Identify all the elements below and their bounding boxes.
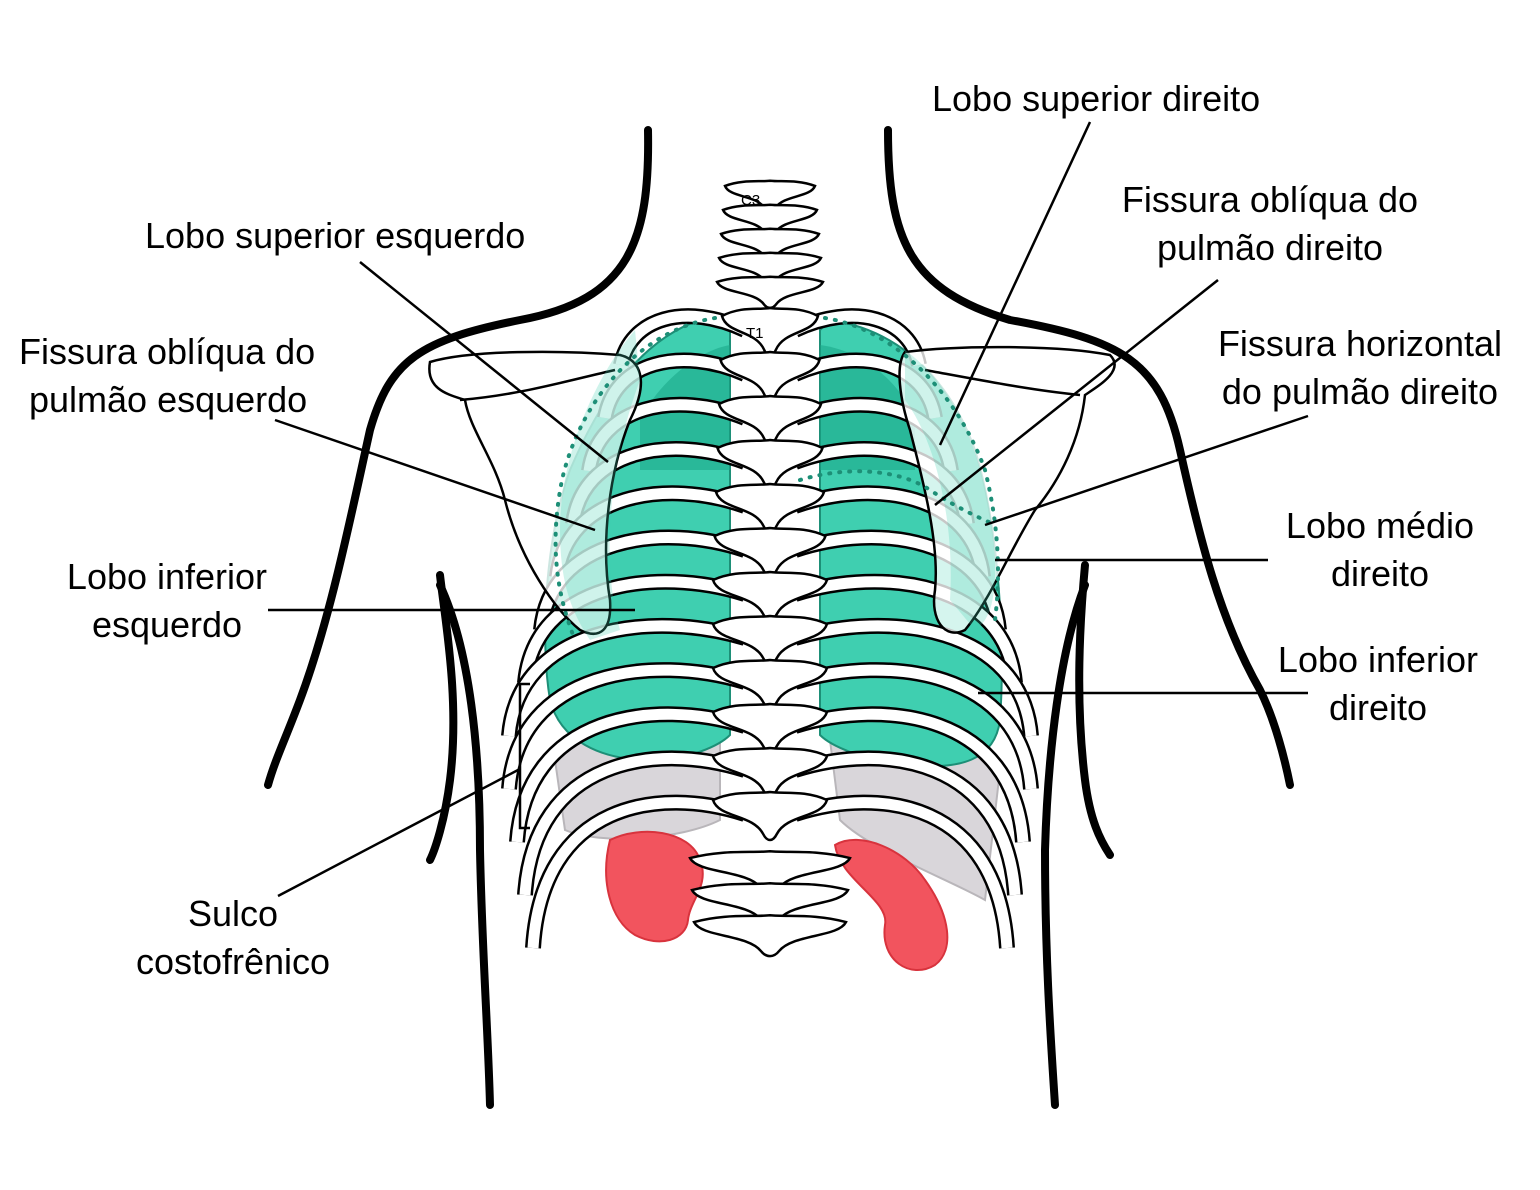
thoracic-vertebra xyxy=(720,306,820,358)
label-right-middle-lobe: Lobo médio direito xyxy=(1265,502,1495,598)
neck-right-line xyxy=(884,126,1294,789)
kidneys xyxy=(605,830,949,971)
left-kidney xyxy=(605,830,704,943)
fissures xyxy=(553,316,1000,642)
thoracic-vertebra xyxy=(717,394,823,446)
thoracic-vertebra xyxy=(711,790,829,842)
right-rib xyxy=(793,752,1021,896)
label-costophrenic-line1: Sulco xyxy=(187,893,279,934)
thoracic-vertebra xyxy=(712,526,828,578)
label-left-inferior-lobe-line1: Lobo inferior xyxy=(66,556,268,597)
label-right-horizontal-fissure: Fissura horizontal do pulmão direito xyxy=(1200,320,1520,416)
label-right-middle-lobe-line1: Lobo médio xyxy=(1285,505,1475,546)
spine xyxy=(688,179,852,958)
label-left-oblique-fissure-line2: pulmão esquerdo xyxy=(29,379,308,420)
left-scapula xyxy=(428,350,643,635)
left-lung-lateral-overlay xyxy=(560,330,640,640)
right-kidney xyxy=(833,839,949,971)
thoracic-vertebra xyxy=(716,438,824,490)
label-costophrenic-recess: Sulco costofrênico xyxy=(118,890,348,986)
right-oblique-fissure-leader xyxy=(934,279,1219,506)
thoracic-vertebra xyxy=(711,614,829,666)
label-left-oblique-fissure-line1: Fissura oblíqua do xyxy=(19,331,316,372)
neck-left-line xyxy=(264,126,653,789)
thoracic-vertebra xyxy=(711,570,829,622)
costophrenic-bracket xyxy=(518,682,530,830)
left-rib xyxy=(511,708,747,843)
left-torso-line xyxy=(436,581,494,1109)
left-superior-lobe-leader xyxy=(359,261,609,463)
right-rib xyxy=(793,664,1037,790)
t1-label: T1 xyxy=(746,325,764,342)
left-scapula-spine xyxy=(459,368,616,402)
label-left-superior-lobe: Lobo superior esquerdo xyxy=(145,215,526,256)
c3-label: C3 xyxy=(741,192,760,209)
left-rib xyxy=(527,797,747,949)
thoracic-vertebra xyxy=(711,658,829,710)
left-oblique-fissure-leader xyxy=(274,418,596,532)
label-costophrenic-line2: costofrênico xyxy=(135,941,331,982)
right-torso-line xyxy=(1040,581,1089,1109)
right-lung-lateral-overlay xyxy=(905,350,996,630)
right-rib xyxy=(793,797,1013,949)
thoracic-vertebra xyxy=(714,482,826,534)
right-scapula-spine xyxy=(924,368,1081,397)
label-right-superior-lobe: Lobo superior direito xyxy=(932,78,1261,119)
label-right-inferior-lobe: Lobo inferior direito xyxy=(1262,636,1494,732)
leader-lines xyxy=(268,121,1309,898)
right-lung-horizontal-fissure-line xyxy=(798,469,997,527)
costophrenic-leader xyxy=(277,768,519,898)
left-lung-oblique-fissure-line xyxy=(553,316,717,642)
thoracic-vertebra xyxy=(711,746,829,798)
label-left-oblique-fissure: Fissura oblíqua do pulmão esquerdo xyxy=(19,328,315,424)
label-right-oblique-fissure: Fissura oblíqua do pulmão direito xyxy=(1100,176,1440,272)
label-left-inferior-lobe: Lobo inferior esquerdo xyxy=(52,553,282,649)
label-right-middle-lobe-line2: direito xyxy=(1330,553,1430,594)
right-rib xyxy=(793,620,1037,737)
lobe-overlays xyxy=(560,330,996,640)
left-arm-inner-line xyxy=(426,571,458,864)
thoracic-vertebra xyxy=(719,350,821,402)
thoracic-vertebra xyxy=(711,702,829,754)
left-rib xyxy=(519,752,747,896)
lumbar-vertebra xyxy=(692,914,848,958)
right-horizontal-fissure-leader xyxy=(984,414,1309,527)
lumbar-vertebra xyxy=(688,850,852,894)
cervical-vertebra xyxy=(715,275,825,310)
lumbar-vertebra xyxy=(690,882,850,926)
label-right-oblique-fissure-line1: Fissura oblíqua do xyxy=(1121,179,1419,220)
right-rib xyxy=(793,708,1029,843)
label-right-inferior-lobe-line2: direito xyxy=(1328,687,1428,728)
right-arm-inner-line xyxy=(1075,561,1114,859)
label-right-horizontal-fissure-line1: Fissura horizontal xyxy=(1217,323,1503,364)
right-rib xyxy=(793,532,1005,631)
label-right-inferior-lobe-line1: Lobo inferior xyxy=(1277,639,1479,680)
label-right-horizontal-fissure-line2: do pulmão direito xyxy=(1221,371,1499,412)
body-outline xyxy=(264,126,1294,1109)
label-right-oblique-fissure-line2: pulmão direito xyxy=(1156,227,1384,268)
right-superior-lobe-leader xyxy=(938,121,1092,446)
label-left-inferior-lobe-line2: esquerdo xyxy=(91,604,243,645)
